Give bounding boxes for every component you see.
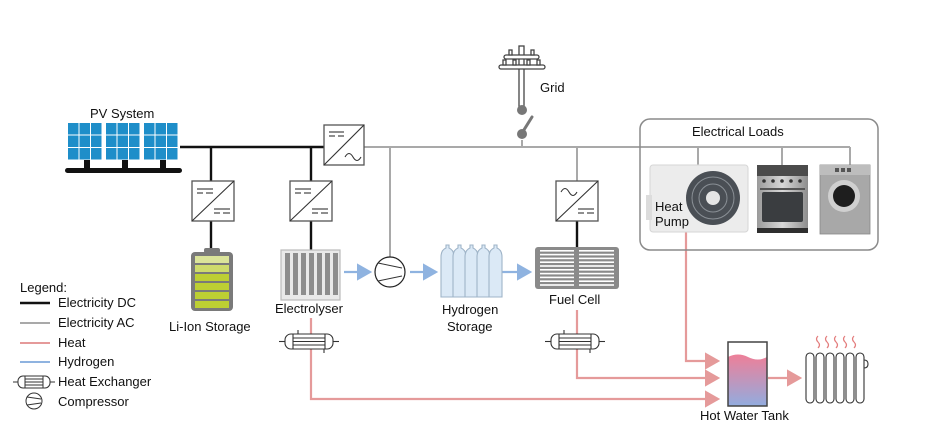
grid: Grid [498,45,565,139]
solar-cell [79,148,90,160]
solar-cell [144,123,155,135]
solar-cell [129,123,140,135]
heat-pump-label-line2: Pump [655,214,689,229]
solar-cell [68,123,79,135]
solar-cell [91,148,102,160]
solar-cell [117,123,128,135]
compressor-icon [25,392,43,410]
solar-cell [91,135,102,147]
legend-item-label: Heat Exchanger [58,374,152,389]
solar-cell [155,135,166,147]
solar-cell [106,123,117,135]
legend: Legend: Electricity DC Electricity AC He… [13,280,152,410]
electrolyser-icon [280,249,341,301]
legend-title: Legend: [20,280,67,295]
grid-switch-icon[interactable] [517,115,534,139]
hot-water-tank-label: Hot Water Tank [700,408,789,423]
solar-cell [144,148,155,160]
solar-cell [68,135,79,147]
solar-cell [106,148,117,160]
oven-icon [757,165,808,233]
ac-bus [364,140,851,264]
hot-water-tank-icon [727,341,768,407]
electrical-loads: Electrical Loads Heat Pump [639,118,879,251]
grid-node [517,105,527,115]
solar-cell [117,148,128,160]
solar-cell [129,148,140,160]
radiator-icon [805,335,869,404]
solar-cell [91,123,102,135]
grid-label: Grid [540,80,565,95]
hot-water-tank: Hot Water Tank [700,341,789,423]
electrical-loads-frame [639,118,879,251]
pv-system: PV System [65,106,182,173]
fuel-cell: Fuel Cell [535,247,619,307]
battery-label: Li-Ion Storage [169,319,251,334]
legend-item-label: Hydrogen [58,354,114,369]
ac-dc-converter-fuel-cell [555,180,599,222]
hydrogen-storage: Hydrogen Storage [440,244,503,334]
heat-exchanger-icon [279,330,339,353]
dc-bus [180,145,579,250]
heat-pump-label-line1: Heat [655,199,683,214]
dc-dc-converter-electrolyser [289,180,333,222]
compressor-icon [374,256,406,288]
battery-icon [191,248,233,311]
solar-cell [167,123,178,135]
electrolyser-label: Electrolyser [275,301,344,316]
heat-exchanger-icon [13,375,55,389]
inverter-dc-ac [323,124,365,166]
solar-cell [167,135,178,147]
legend-item-label: Electricity DC [58,295,136,310]
legend-item-label: Compressor [58,394,129,409]
solar-cell [144,135,155,147]
power-pole-icon [498,45,546,111]
solar-cell [155,123,166,135]
heat-waves-icon [815,335,857,349]
solar-panel-icon [65,123,182,173]
solar-cell [155,148,166,160]
li-ion-storage: Li-Ion Storage [169,248,251,334]
gas-cylinders-icon [440,244,503,298]
legend-item-label: Heat [58,335,86,350]
solar-cell [117,135,128,147]
fuel-cell-label: Fuel Cell [549,292,600,307]
hydrogen-storage-label-line2: Storage [447,319,493,334]
pv-system-label: PV System [90,106,154,121]
dc-dc-converter-battery [191,180,235,222]
solar-cell [129,135,140,147]
solar-cell [79,123,90,135]
solar-cell [68,148,79,160]
fuel-cell-icon [535,247,619,289]
washing-machine-icon [819,164,871,235]
electrolyser: Electrolyser [275,249,344,316]
hydrogen-storage-label-line1: Hydrogen [442,302,498,317]
solar-cell [79,135,90,147]
heat-pump-icon [646,164,749,233]
legend-item-label: Electricity AC [58,315,135,330]
heat-exchanger-icon [545,330,605,353]
solar-cell [106,135,117,147]
electrical-loads-label: Electrical Loads [692,124,784,139]
solar-cell [167,148,178,160]
